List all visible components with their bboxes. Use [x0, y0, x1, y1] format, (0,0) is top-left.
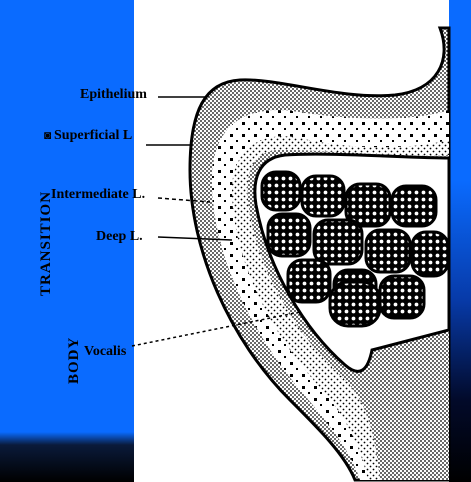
label-superficial: Superficial L: [54, 128, 132, 144]
label-transition: TRANSITION: [38, 191, 55, 296]
label-intermediate: Intermediate L.: [51, 187, 145, 203]
superficial-bullet: ◙: [44, 128, 51, 143]
label-vocalis: Vocalis: [84, 344, 126, 360]
label-epithelium: Epithelium: [80, 87, 147, 103]
label-body: BODY: [66, 337, 83, 384]
label-deep: Deep L.: [96, 229, 143, 245]
